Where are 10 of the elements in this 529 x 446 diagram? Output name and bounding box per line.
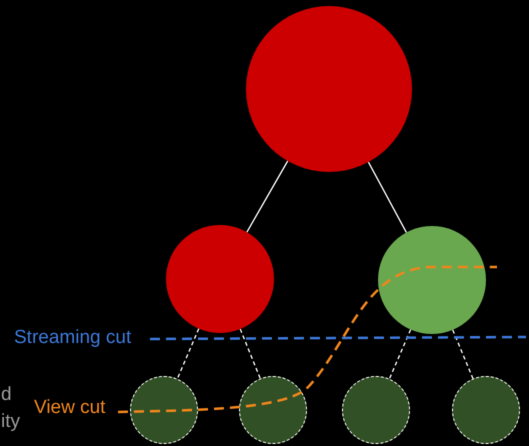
partial-text: ity bbox=[1, 412, 20, 431]
connector-line bbox=[240, 328, 261, 379]
cut-label: Streaming cut bbox=[14, 328, 132, 347]
connector-line bbox=[176, 328, 200, 379]
connector-line bbox=[246, 160, 288, 232]
cut-label: View cut bbox=[34, 398, 106, 417]
connector-line bbox=[388, 329, 412, 380]
partial-text: d bbox=[1, 385, 12, 404]
connector-line bbox=[452, 330, 474, 379]
connector-line bbox=[368, 162, 407, 233]
